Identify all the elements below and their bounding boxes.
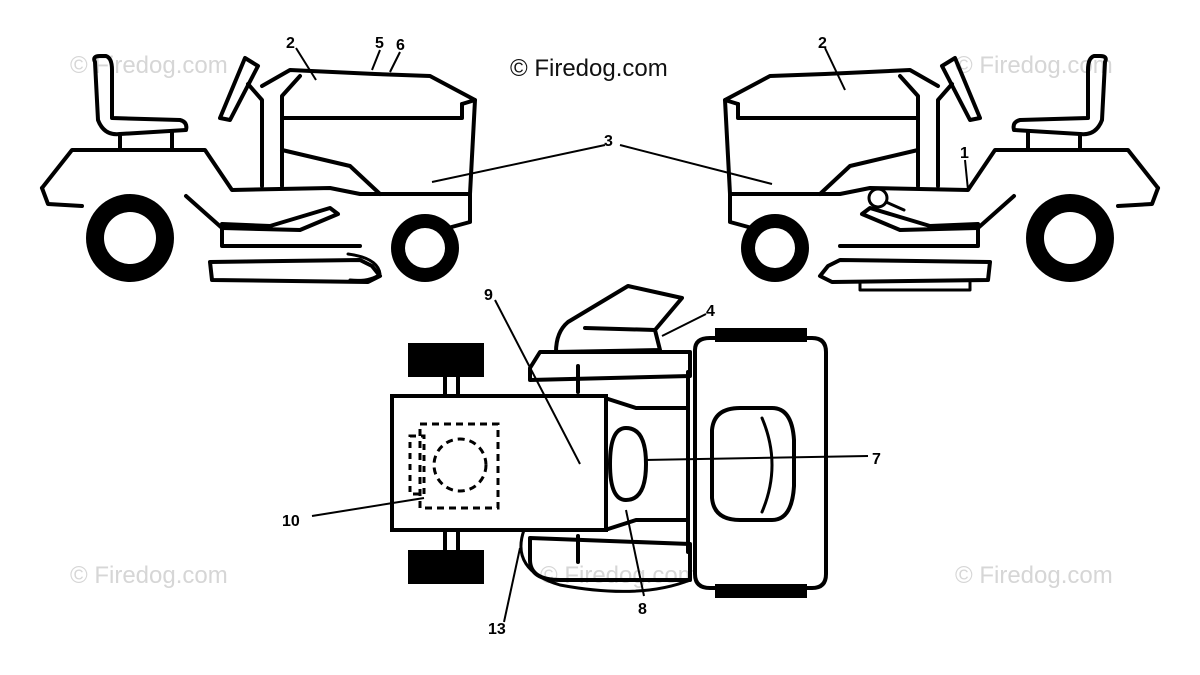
watermark-bottom-left: © Firedog.com — [70, 562, 228, 589]
tractor-side-right — [723, 54, 1160, 292]
callout-4: 4 — [706, 303, 715, 320]
watermark-bottom-right: © Firedog.com — [955, 562, 1113, 589]
callout-2-left: 2 — [286, 35, 295, 52]
callout-1: 1 — [960, 145, 969, 162]
tractor-top-view — [390, 284, 828, 598]
callout-13: 13 — [488, 621, 506, 638]
tractor-side-left — [40, 54, 477, 284]
callout-8: 8 — [638, 601, 647, 618]
callout-10: 10 — [282, 513, 300, 530]
callout-labels: 2 5 6 3 2 1 4 9 7 8 10 13 — [282, 35, 969, 638]
leader-lines — [295, 47, 969, 623]
callout-6: 6 — [396, 37, 405, 54]
copyright-notice: © Firedog.com — [510, 55, 668, 82]
callout-3: 3 — [604, 133, 613, 150]
callout-5: 5 — [375, 35, 384, 52]
callout-9: 9 — [484, 287, 493, 304]
callout-7: 7 — [872, 451, 881, 468]
callout-2-right: 2 — [818, 35, 827, 52]
